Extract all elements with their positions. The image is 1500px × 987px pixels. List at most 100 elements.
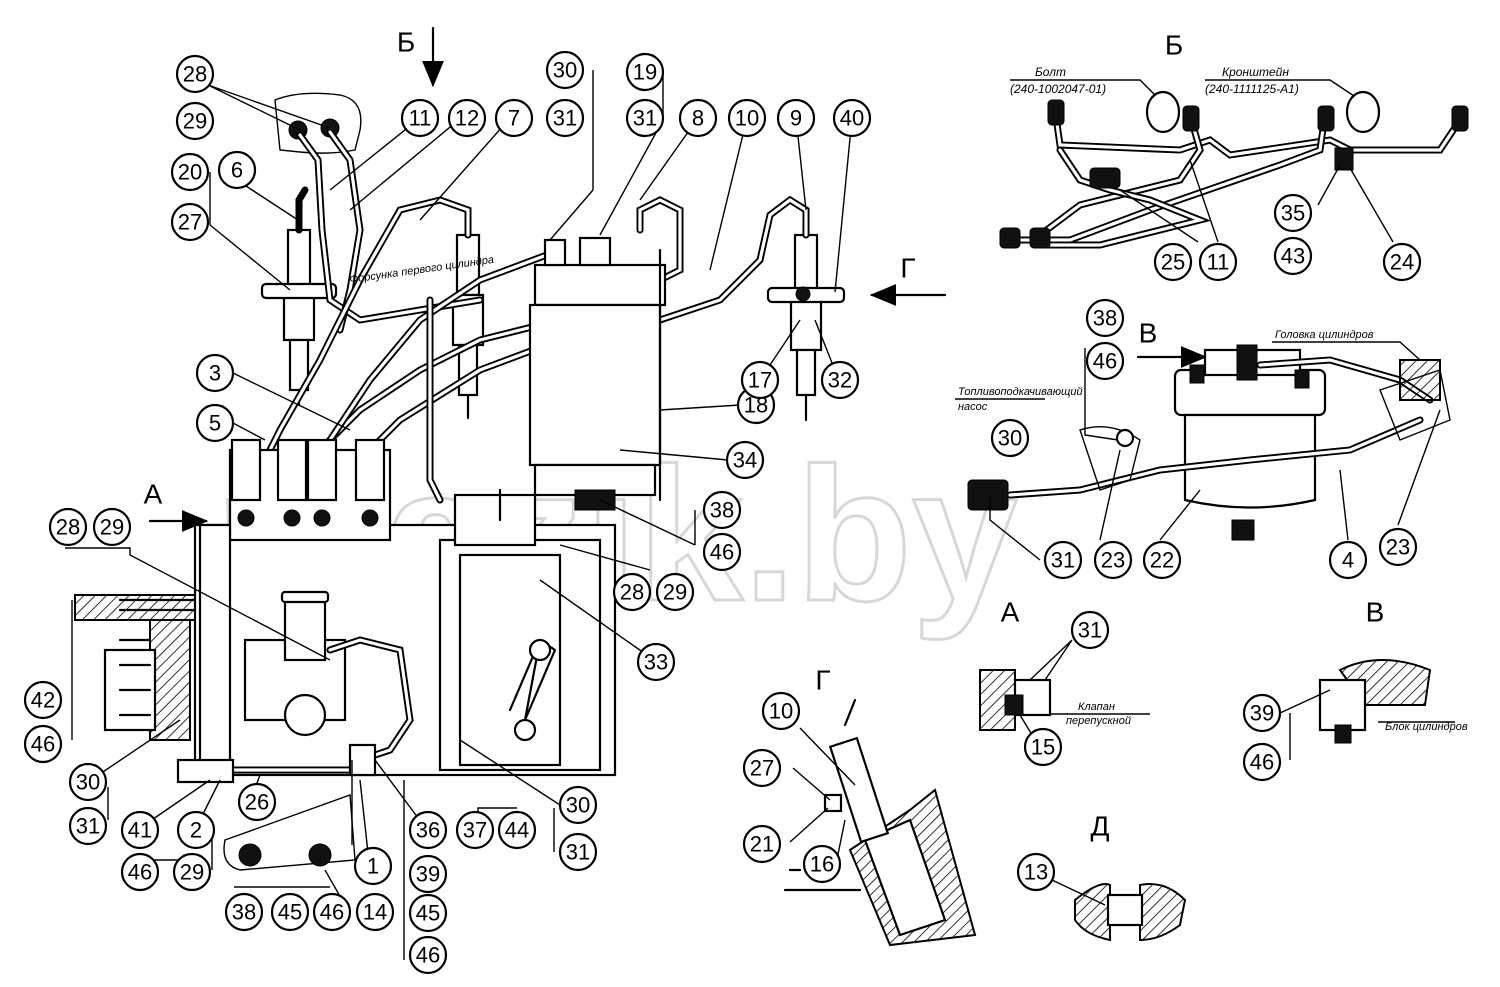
callout-bubble: 45 bbox=[408, 893, 448, 933]
callout-number: 31 bbox=[76, 814, 100, 839]
callout-number: 44 bbox=[505, 818, 529, 843]
callout-number: 46 bbox=[710, 540, 734, 565]
callout-number: 22 bbox=[1150, 548, 1174, 573]
callout-bubble: 46 bbox=[120, 852, 160, 892]
pump-note-line1: Топливоподкачивающий bbox=[958, 386, 1083, 398]
callout-number: 7 bbox=[508, 106, 520, 131]
callout-bubble: 29 bbox=[655, 572, 695, 612]
callout-number: 23 bbox=[1386, 535, 1410, 560]
callout-bubble: 15 bbox=[1023, 727, 1063, 767]
callout-bubble: 9 bbox=[776, 98, 816, 138]
callout-number: 40 bbox=[840, 106, 864, 131]
callout-bubble: 34 bbox=[725, 440, 765, 480]
callout-number: 42 bbox=[31, 688, 55, 713]
callout-bubble: 31 bbox=[1070, 610, 1110, 650]
valve-note-line2: перепускной bbox=[1066, 715, 1131, 727]
callout-number: 46 bbox=[31, 732, 55, 757]
callout-bubble: 45 bbox=[270, 892, 310, 932]
left-flange bbox=[74, 594, 196, 741]
callout-number: 39 bbox=[416, 862, 440, 887]
callout-bubble: 37 bbox=[455, 810, 495, 850]
callout-bubble: 46 bbox=[312, 892, 352, 932]
callout-bubble: 42 bbox=[23, 680, 63, 720]
callout-number: 24 bbox=[1390, 250, 1414, 275]
callout-number: 31 bbox=[1078, 618, 1102, 643]
callout-bubble: 24 bbox=[1382, 242, 1422, 282]
callout-bubble: 30 bbox=[68, 762, 108, 802]
callout-number: 13 bbox=[1024, 860, 1048, 885]
callout-bubble: 23 bbox=[1378, 527, 1418, 567]
callout-number: 34 bbox=[733, 448, 757, 473]
injection-pump bbox=[118, 438, 617, 777]
callout-bubble: 46 bbox=[1085, 341, 1125, 381]
callout-number: 14 bbox=[363, 900, 387, 925]
callout-number: 4 bbox=[1342, 548, 1354, 573]
callout-number: 38 bbox=[232, 900, 256, 925]
callout-bubble: 41 bbox=[120, 810, 160, 850]
callout-number: 46 bbox=[128, 860, 152, 885]
bracket-number-note: (240-1111125-А1) bbox=[1205, 82, 1299, 96]
callout-bubble: 3 bbox=[195, 353, 235, 393]
callout-bubble: 14 bbox=[355, 892, 395, 932]
callout-bubble: 11 bbox=[1198, 242, 1238, 282]
view-arrow-label-g: Г bbox=[900, 253, 915, 284]
callout-bubble: 35 bbox=[1273, 193, 1313, 233]
callout-number: 10 bbox=[735, 106, 759, 131]
callout-bubble: 25 bbox=[1153, 242, 1193, 282]
callout-number: 31 bbox=[633, 106, 657, 131]
callout-number: 30 bbox=[998, 426, 1022, 451]
callout-number: 29 bbox=[663, 580, 687, 605]
callout-bubble: 2 bbox=[176, 810, 216, 850]
callout-number: 8 bbox=[692, 106, 704, 131]
callout-bubble: 46 bbox=[408, 935, 448, 975]
callout-number: 9 bbox=[790, 106, 802, 131]
callout-number: 33 bbox=[644, 650, 668, 675]
callout-bubble: 31 bbox=[68, 806, 108, 846]
callout-bubble: 39 bbox=[1242, 693, 1282, 733]
callout-number: 28 bbox=[620, 580, 644, 605]
callout-bubble: 4 bbox=[1328, 540, 1368, 580]
callout-group: 28 29 20 27 6 11 12 7 30 31 19 31 8 10 9… bbox=[23, 50, 1422, 975]
callout-number: 29 bbox=[183, 109, 207, 134]
callout-bubble: 39 bbox=[408, 854, 448, 894]
callout-number: 17 bbox=[748, 368, 772, 393]
view-title-b: Б bbox=[1165, 30, 1183, 61]
bracket-note: Кронштейн bbox=[1222, 65, 1289, 79]
callout-bubble: 20 bbox=[170, 152, 210, 192]
callout-bubble: 31 bbox=[545, 98, 585, 138]
callout-number: 27 bbox=[178, 210, 202, 235]
callout-bubble: 22 bbox=[1142, 540, 1182, 580]
callout-bubble: 28 bbox=[175, 54, 215, 94]
callout-number: 31 bbox=[566, 840, 590, 865]
callout-bubble: 32 bbox=[820, 360, 860, 400]
callout-number: 29 bbox=[180, 860, 204, 885]
callout-number: 15 bbox=[1031, 735, 1055, 760]
view-d-detail: Д bbox=[1034, 811, 1187, 942]
callout-number: 6 bbox=[231, 158, 243, 183]
callout-number: 3 bbox=[209, 361, 221, 386]
callout-bubble: 29 bbox=[175, 101, 215, 141]
callout-number: 12 bbox=[455, 106, 479, 131]
callout-number: 20 bbox=[178, 160, 202, 185]
callout-number: 45 bbox=[278, 900, 302, 925]
callout-number: 21 bbox=[750, 832, 774, 857]
callout-bubble: 13 bbox=[1016, 852, 1056, 892]
callout-number: 43 bbox=[1281, 244, 1305, 269]
view-arrow-label-v: В bbox=[1139, 318, 1158, 349]
callout-bubble: 38 bbox=[1085, 298, 1125, 338]
head-note: Головка цилиндров bbox=[1275, 329, 1374, 341]
view-title-d: Д bbox=[1091, 811, 1110, 842]
bolt-number-note: (240-1002047-01) bbox=[1010, 82, 1106, 96]
callout-number: 46 bbox=[1093, 349, 1117, 374]
callout-bubble: 33 bbox=[636, 642, 676, 682]
view-arrow-label-b: Б bbox=[397, 27, 415, 58]
callout-bubble: 11 bbox=[400, 98, 440, 138]
callout-bubble: 5 bbox=[195, 403, 235, 443]
callout-number: 30 bbox=[76, 770, 100, 795]
callout-number: 31 bbox=[1051, 548, 1075, 573]
view-g-detail: Г bbox=[783, 665, 977, 947]
callout-number: 30 bbox=[553, 58, 577, 83]
callout-number: 11 bbox=[409, 106, 432, 131]
callout-bubble: 12 bbox=[447, 98, 487, 138]
